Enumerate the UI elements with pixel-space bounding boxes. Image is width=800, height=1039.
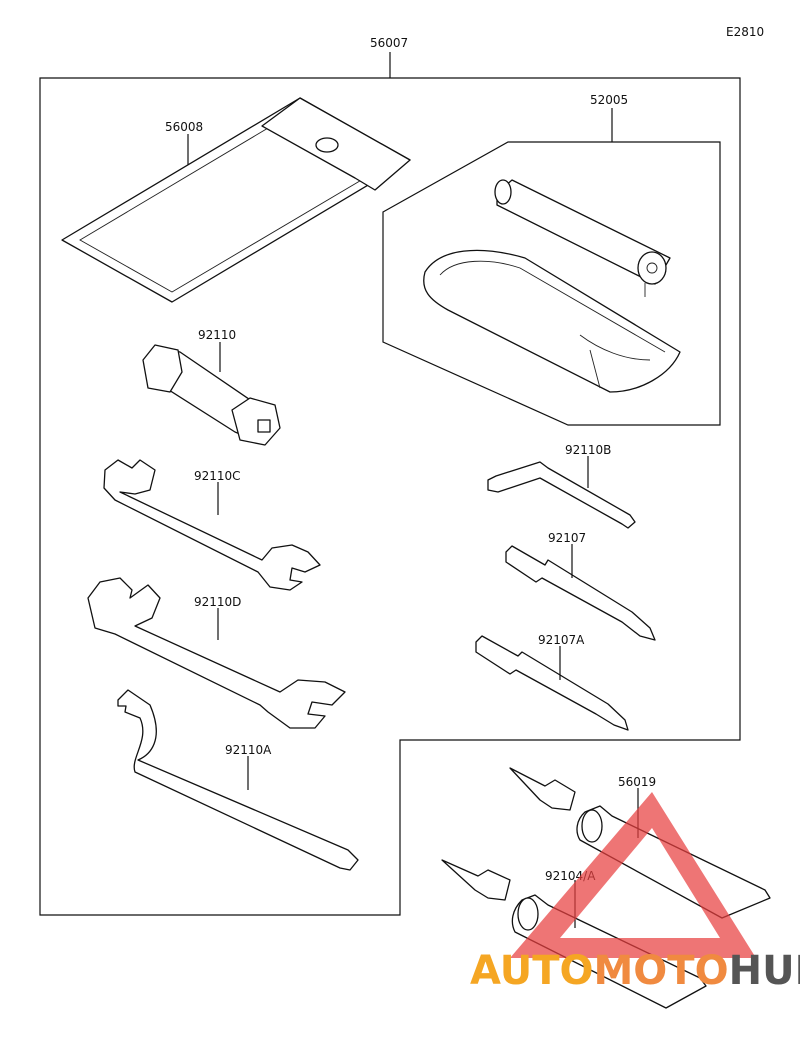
label-92107A[interactable]: 92107A	[538, 633, 585, 647]
pump[interactable]	[494, 179, 671, 297]
screwdriver[interactable]	[505, 545, 656, 641]
label-92110B[interactable]: 92110B	[565, 443, 611, 457]
open-wrench-c[interactable]	[103, 459, 321, 591]
label-92110D[interactable]: 92110D	[194, 595, 241, 609]
diagram-code: E2810	[726, 25, 764, 39]
label-92110A[interactable]: 92110A	[225, 743, 272, 757]
open-wrench-d[interactable]	[87, 577, 346, 729]
watermark-part2: MOTO	[594, 948, 729, 994]
watermark-text: AUTOMOTOHUB	[470, 948, 800, 994]
watermark-part1: AUTO	[470, 948, 594, 994]
tool-bag[interactable]	[61, 97, 411, 303]
pump-kit-box	[382, 141, 721, 426]
watermark-part3: HUB	[729, 948, 800, 994]
label-56007[interactable]: 56007	[370, 36, 408, 50]
kit-boundary	[39, 77, 741, 916]
screwdriver-a[interactable]	[475, 635, 629, 731]
hex-key[interactable]	[487, 461, 636, 529]
plug-wrench[interactable]	[142, 344, 281, 446]
watermark-logo	[510, 792, 756, 958]
pump-pouch[interactable]	[423, 249, 681, 393]
label-56019[interactable]: 56019	[618, 775, 656, 789]
label-92110C[interactable]: 92110C	[194, 469, 241, 483]
label-52005[interactable]: 52005	[590, 93, 628, 107]
label-92110[interactable]: 92110	[198, 328, 236, 342]
hook-wrench[interactable]	[117, 689, 359, 871]
label-92107[interactable]: 92107	[548, 531, 586, 545]
label-56008[interactable]: 56008	[165, 120, 203, 134]
repair-tube[interactable]	[509, 767, 771, 919]
